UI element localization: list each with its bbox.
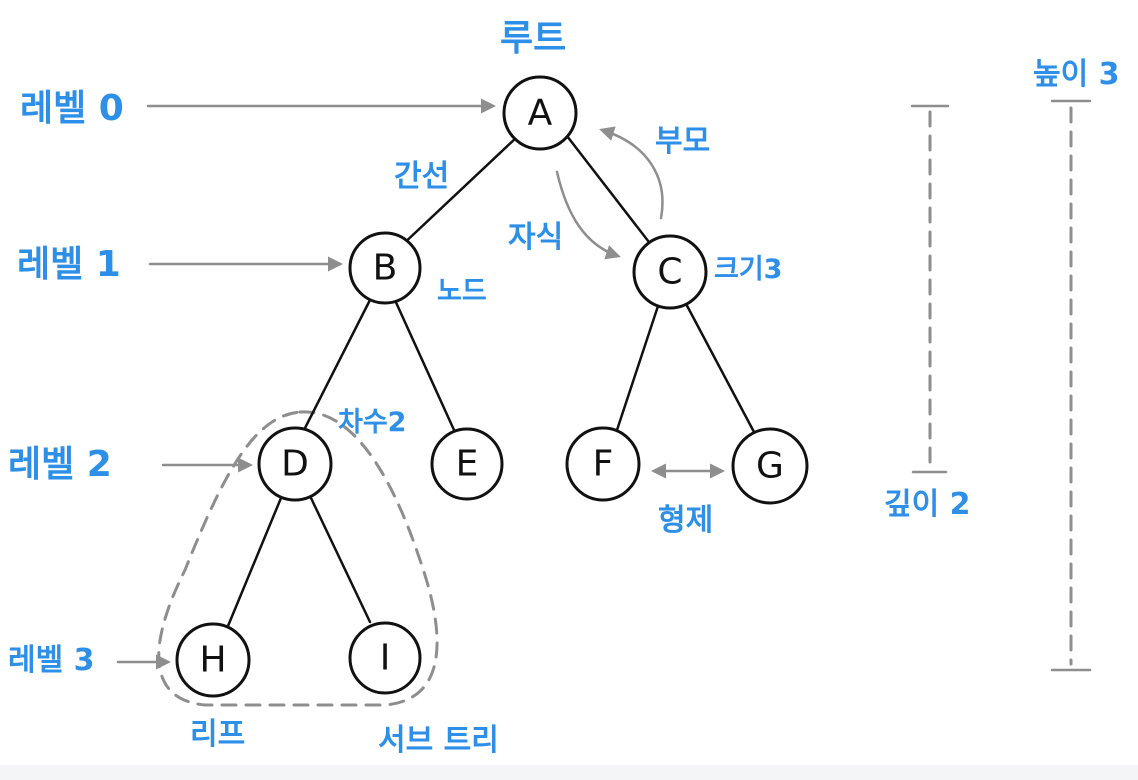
node-a: A: [502, 75, 578, 151]
edge-a-c: [565, 134, 654, 248]
level0-label: 레벨 0: [20, 88, 124, 129]
edge-c-g: [682, 298, 756, 434]
node-b-label: B: [373, 248, 398, 289]
bottom-strip: [0, 765, 1138, 780]
node-c-label: C: [657, 252, 682, 293]
depth-label: 깊이 2: [884, 487, 971, 522]
edge-b-d: [301, 296, 373, 434]
node-b: B: [348, 231, 422, 305]
node-label: 노드: [437, 276, 487, 307]
node-g-label: G: [756, 446, 784, 487]
node-a-label: A: [528, 93, 553, 134]
node-e-label: E: [456, 444, 479, 485]
size-label: 크기3: [714, 254, 782, 285]
height-bracket: [1050, 99, 1092, 672]
root-label: 루트: [500, 18, 566, 59]
node-h: H: [175, 622, 251, 698]
edge-d-i: [309, 496, 372, 624]
node-h-label: H: [199, 640, 226, 681]
edge-label: 간선: [394, 159, 449, 194]
node-i-label: I: [380, 638, 391, 679]
subtree-label: 서브 트리: [378, 723, 499, 758]
sibling-label: 형제: [658, 503, 713, 538]
level2-label: 레벨 2: [8, 444, 112, 485]
edge-c-f: [615, 298, 662, 432]
height-label: 높이 3: [1033, 57, 1120, 92]
node-f: F: [565, 426, 641, 502]
node-e: E: [430, 427, 504, 501]
node-d-label: D: [281, 444, 309, 485]
parent-arrow: [599, 126, 664, 220]
child-label: 자식: [508, 220, 563, 255]
node-g: G: [731, 427, 809, 505]
node-c: C: [632, 234, 708, 310]
node-i: I: [348, 621, 422, 695]
level1-label: 레벨 1: [17, 244, 121, 285]
edge-d-h: [226, 496, 283, 628]
parent-label: 부모: [655, 124, 710, 159]
node-d: D: [257, 426, 333, 502]
subtree-outline: [157, 410, 439, 707]
depth-bracket: [910, 104, 950, 474]
tree-edges: [226, 134, 756, 628]
level-arrows: [116, 98, 496, 670]
level3-label: 레벨 3: [8, 643, 95, 678]
edge-b-e: [392, 296, 456, 432]
edge-a-b: [397, 135, 519, 250]
child-arrow: [555, 170, 621, 260]
degree-label: 차수2: [338, 407, 406, 438]
node-f-label: F: [593, 444, 614, 485]
leaf-label: 리프: [190, 717, 245, 752]
